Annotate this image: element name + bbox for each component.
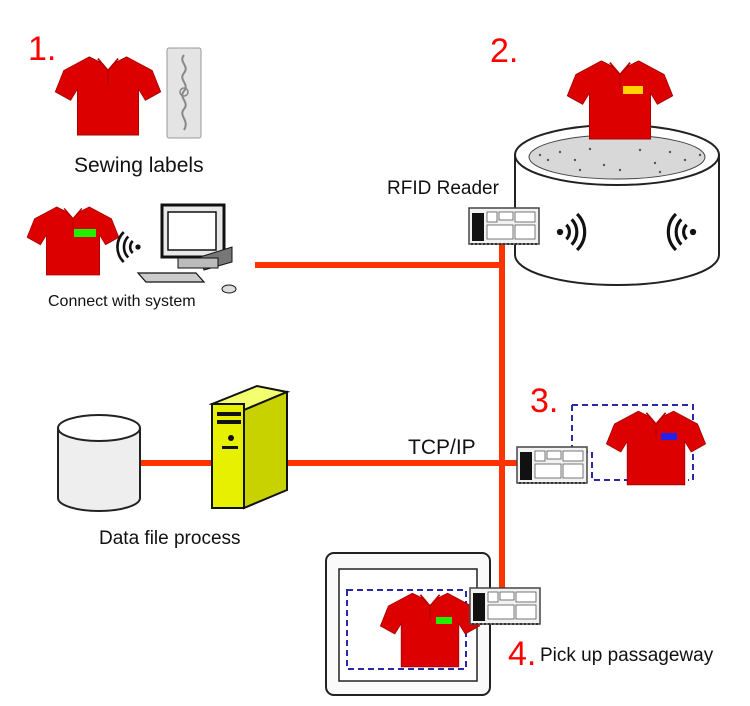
wireless-icon bbox=[116, 230, 142, 264]
step-2-number: 2. bbox=[490, 32, 519, 70]
blue-tag bbox=[661, 433, 677, 440]
uhf-label-tag bbox=[166, 47, 202, 139]
rfid-reader-device-1 bbox=[468, 207, 540, 245]
step-3-number: 3. bbox=[530, 382, 559, 420]
tunnel-reader bbox=[514, 124, 720, 286]
connect-system-caption: Connect with system bbox=[48, 293, 196, 310]
green-tag-passageway bbox=[436, 617, 452, 624]
server-icon bbox=[208, 384, 291, 510]
yellow-tag bbox=[623, 86, 643, 94]
step-1-number: 1. bbox=[28, 30, 57, 68]
tcpip-caption: TCP/IP bbox=[408, 436, 476, 459]
sewing-labels-caption: Sewing labels bbox=[74, 154, 204, 177]
data-file-caption: Data file process bbox=[99, 528, 241, 549]
pick-up-passageway bbox=[325, 552, 541, 696]
network-lines bbox=[140, 225, 522, 600]
reader-station-3 bbox=[516, 404, 707, 486]
computer-icon bbox=[136, 203, 237, 294]
scanned-shirt bbox=[566, 60, 674, 140]
sewing-shirt bbox=[54, 56, 162, 136]
tagged-shirt bbox=[26, 206, 120, 276]
pickup-passageway-caption: Pick up passageway bbox=[540, 645, 714, 666]
database-icon bbox=[57, 414, 141, 512]
step-4-number: 4. bbox=[508, 635, 537, 673]
green-tag bbox=[74, 229, 96, 237]
rfid-reader-caption: RFID Reader bbox=[387, 178, 499, 199]
